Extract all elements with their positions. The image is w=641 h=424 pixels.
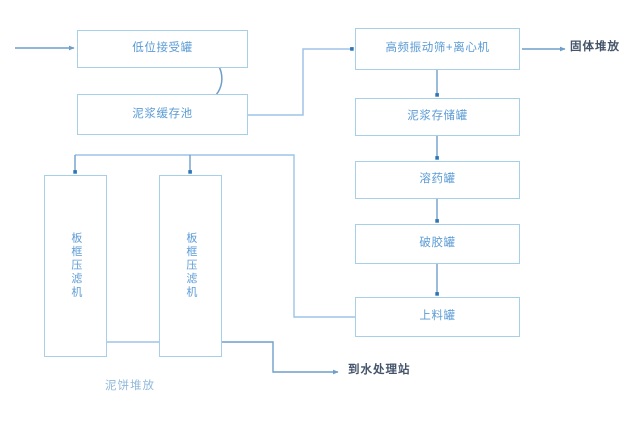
- label-to-water-treatment-station: 到水处理站: [348, 364, 411, 376]
- wire-slurry-buffer-pool-to-vibrating-screen: [248, 47, 354, 116]
- node-vibrating-screen-centrifuge-label: 高频振动筛+离心机: [385, 42, 490, 55]
- node-gel-breaking-tank-label: 破胶罐: [419, 237, 456, 250]
- node-filter-press-1-label: 板框压滤机: [69, 232, 82, 300]
- node-vibrating-screen-centrifuge[interactable]: 高频振动筛+离心机: [355, 28, 520, 70]
- node-chemical-dissolving-tank[interactable]: 溶药罐: [355, 161, 520, 199]
- node-chemical-dissolving-tank-label: 溶药罐: [419, 173, 456, 186]
- node-slurry-buffer-pool-label: 泥浆缓存池: [132, 107, 193, 120]
- node-gel-breaking-tank[interactable]: 破胶罐: [355, 224, 520, 264]
- node-low-receiving-tank-label: 低位接受罐: [132, 42, 193, 55]
- node-feeding-tank-label: 上料罐: [419, 310, 456, 323]
- node-slurry-storage-tank[interactable]: 泥浆存储罐: [355, 98, 520, 136]
- node-feeding-tank[interactable]: 上料罐: [355, 297, 520, 337]
- node-filter-press-1[interactable]: 板框压滤机: [44, 175, 107, 357]
- node-filter-press-2[interactable]: 板框压滤机: [159, 175, 222, 357]
- node-slurry-storage-tank-label: 泥浆存储罐: [407, 110, 468, 123]
- node-low-receiving-tank[interactable]: 低位接受罐: [77, 30, 248, 68]
- label-solid-stacking: 固体堆放: [570, 41, 620, 53]
- label-mud-cake-stacking: 泥饼堆放: [105, 380, 155, 392]
- node-filter-press-2-label: 板框压滤机: [184, 232, 197, 300]
- wire-filter-presses-to-water-treatment: [222, 341, 339, 375]
- node-slurry-buffer-pool[interactable]: 泥浆缓存池: [77, 94, 248, 135]
